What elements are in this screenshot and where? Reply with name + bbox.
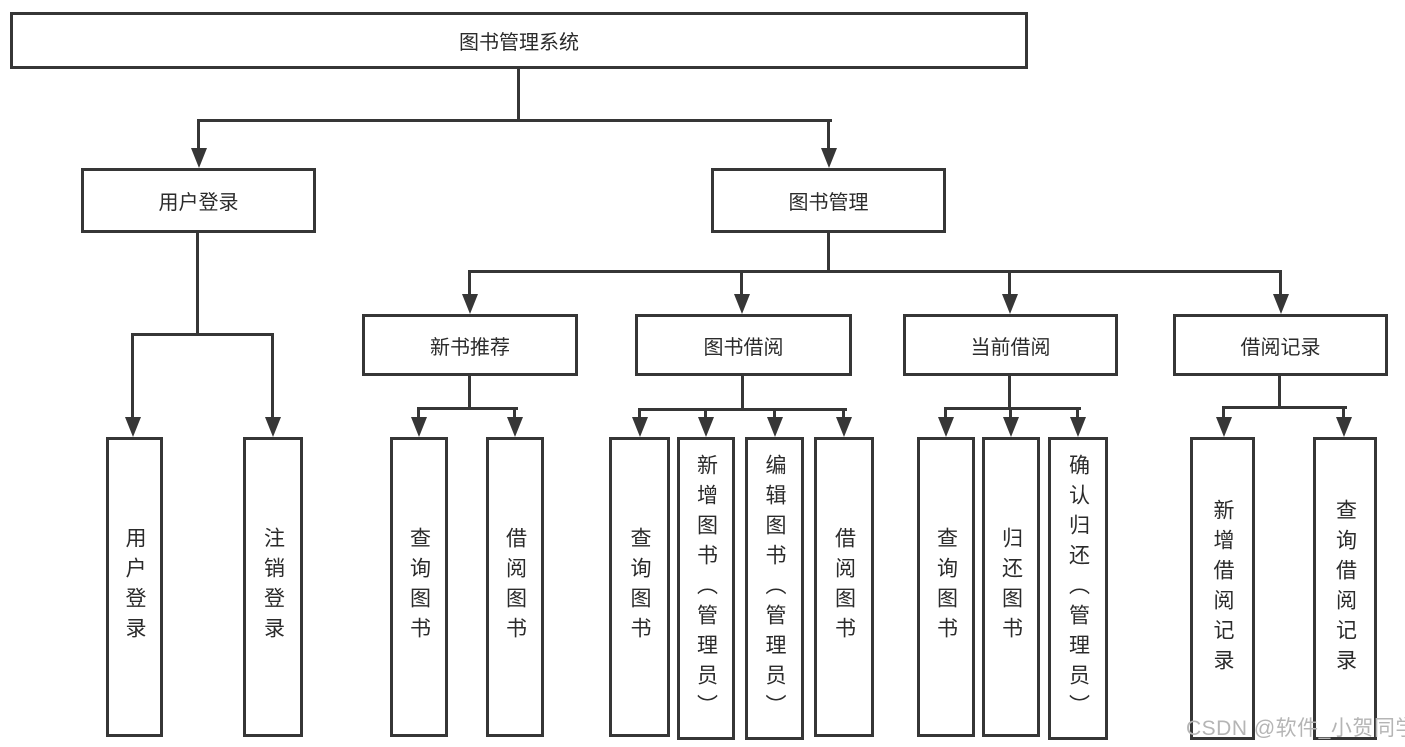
- node-book-management: 图书管理: [711, 168, 946, 233]
- connector-to-new-book: [468, 270, 471, 296]
- connector-leaf-drop: [773, 408, 776, 419]
- node-label: 借阅记录: [1240, 336, 1321, 359]
- node-user-login-leaf: 用户登录: [106, 437, 163, 737]
- node-label: 注销登录: [261, 527, 285, 647]
- node-logout-leaf: 注销登录: [243, 437, 303, 737]
- node-new-book-recommend: 新书推荐: [362, 314, 578, 376]
- node-borrow-books-recommend: 借阅图书: [486, 437, 544, 737]
- connector-root-stub: [517, 68, 520, 122]
- node-label: 查询图书: [628, 527, 652, 647]
- node-label: 用户登录: [123, 527, 147, 647]
- node-label: 图书管理: [788, 192, 869, 214]
- node-label: 编辑图书（管理员）: [763, 453, 787, 724]
- connector-leaf-drop: [1222, 406, 1225, 419]
- node-label: 借阅图书: [503, 527, 527, 647]
- connector-records-rail: [1222, 406, 1347, 409]
- arrowhead-down: [125, 417, 141, 437]
- node-label: 查询图书: [934, 527, 958, 647]
- node-edit-book-admin: 编辑图书（管理员）: [745, 437, 804, 740]
- node-label: 用户登录: [158, 192, 239, 214]
- connector-leaf-drop: [1009, 407, 1012, 419]
- arrowhead-down: [698, 417, 714, 437]
- connector-leaf-drop: [842, 408, 845, 419]
- node-query-books-current: 查询图书: [917, 437, 975, 737]
- connector-to-current-borrow: [1008, 270, 1011, 296]
- node-return-books: 归还图书: [982, 437, 1040, 737]
- arrowhead-down: [1003, 417, 1019, 437]
- connector-leaf-drop: [417, 407, 420, 419]
- arrowhead-down: [1070, 417, 1086, 437]
- node-query-books-recommend: 查询图书: [390, 437, 448, 737]
- connector-leaf-drop: [638, 408, 641, 419]
- connector-records-stub: [1278, 374, 1281, 409]
- node-add-book-admin: 新增图书（管理员）: [677, 437, 735, 740]
- connector-login-stub: [196, 231, 199, 336]
- node-confirm-return-admin: 确认归还（管理员）: [1048, 437, 1108, 740]
- arrowhead-down: [734, 294, 750, 314]
- arrowhead-down: [507, 417, 523, 437]
- arrowhead-down: [938, 417, 954, 437]
- node-library-management-system: 图书管理系统: [10, 12, 1028, 69]
- node-book-borrow: 图书借阅: [635, 314, 852, 376]
- connector-leaf-drop: [1076, 407, 1079, 419]
- arrowhead-down: [411, 417, 427, 437]
- node-add-borrow-record: 新增借阅记录: [1190, 437, 1255, 740]
- node-label: 新增图书（管理员）: [694, 453, 718, 724]
- node-label: 图书借阅: [703, 336, 784, 359]
- node-label: 查询借阅记录: [1333, 498, 1357, 679]
- connector-borrow-stub: [741, 374, 744, 410]
- node-label: 确认归还（管理员）: [1066, 453, 1090, 724]
- node-label: 归还图书: [999, 527, 1023, 647]
- node-label: 新增借阅记录: [1211, 498, 1235, 679]
- node-query-books-borrow: 查询图书: [609, 437, 670, 737]
- node-label: 新书推荐: [430, 336, 510, 359]
- connector-leaf-drop: [1342, 406, 1345, 419]
- node-current-borrow: 当前借阅: [903, 314, 1118, 376]
- connector-login-rail: [131, 333, 274, 336]
- arrowhead-down: [1336, 417, 1352, 437]
- connector-current-stub: [1008, 374, 1011, 410]
- connector-leaf-drop: [513, 407, 516, 419]
- connector-manage-rail: [468, 270, 1282, 273]
- arrowhead-down: [1273, 294, 1289, 314]
- node-label: 查询图书: [407, 527, 431, 647]
- arrowhead-down: [767, 417, 783, 437]
- connector-current-rail: [944, 407, 1081, 410]
- arrowhead-down: [632, 417, 648, 437]
- node-user-login: 用户登录: [81, 168, 316, 233]
- connector-newbook-stub: [468, 374, 471, 410]
- connector-root-rail: [197, 119, 832, 122]
- connector-to-book-management: [827, 119, 830, 149]
- connector-leaf-drop: [944, 407, 947, 419]
- connector-newbook-rail: [417, 407, 518, 410]
- arrowhead-down: [821, 148, 837, 168]
- connector-to-borrow-records: [1279, 270, 1282, 296]
- node-label: 图书管理系统: [459, 32, 579, 54]
- connector-manage-stub: [827, 231, 830, 273]
- arrowhead-down: [1216, 417, 1232, 437]
- node-label: 借阅图书: [832, 527, 856, 647]
- node-query-borrow-record: 查询借阅记录: [1313, 437, 1377, 740]
- arrowhead-down: [265, 417, 281, 437]
- node-borrow-records: 借阅记录: [1173, 314, 1388, 376]
- connector-to-user-login-leaf: [131, 333, 134, 419]
- node-borrow-books-leaf: 借阅图书: [814, 437, 874, 737]
- connector-borrow-rail: [638, 408, 847, 411]
- connector-to-user-login: [197, 119, 200, 149]
- arrowhead-down: [462, 294, 478, 314]
- arrowhead-down: [1002, 294, 1018, 314]
- node-label: 当前借阅: [970, 336, 1051, 359]
- connector-leaf-drop: [704, 408, 707, 419]
- csdn-watermark: CSDN @软件_小贺同学: [1186, 717, 1405, 740]
- arrowhead-down: [191, 148, 207, 168]
- arrowhead-down: [836, 417, 852, 437]
- connector-to-logout-leaf: [271, 333, 274, 419]
- connector-to-book-borrow: [740, 270, 743, 296]
